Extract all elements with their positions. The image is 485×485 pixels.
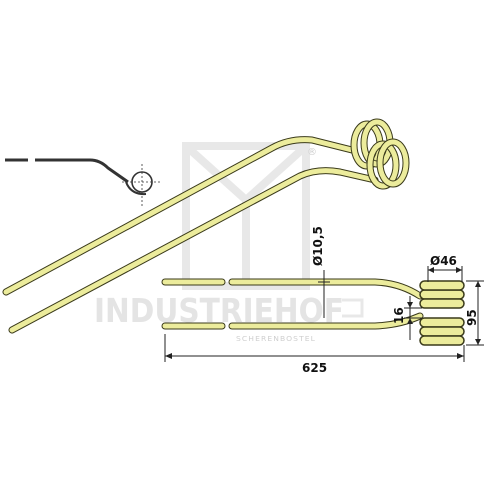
perspective-tine xyxy=(2,118,410,334)
dim-coil-diameter: Ø46 xyxy=(427,254,463,282)
dim-wire-diameter-label: Ø10,5 xyxy=(311,226,325,266)
top-view-coil-upper xyxy=(419,280,465,309)
dim-wire-diameter: Ø10,5 xyxy=(311,226,330,318)
dim-total-length-label: 625 xyxy=(302,361,327,375)
dim-coil-diameter-label: Ø46 xyxy=(430,254,457,268)
profile-wire-bend xyxy=(35,158,129,184)
dim-total-height-label: 95 xyxy=(465,309,479,326)
watermark-logo-icon xyxy=(182,142,364,318)
dim-total-height: 95 xyxy=(465,280,484,346)
top-view-coil-lower xyxy=(419,317,465,346)
dim-coil-spacing: 16 xyxy=(392,296,422,340)
front-coil xyxy=(366,138,410,190)
side-profile-view xyxy=(5,158,162,206)
dim-total-length: 625 xyxy=(164,334,465,375)
top-view: Ø10,5 Ø46 16 95 xyxy=(161,226,484,375)
watermark-sub: SCHERENBOSTEL xyxy=(236,335,316,343)
dim-coil-spacing-label: 16 xyxy=(392,307,406,324)
watermark-registered: ® xyxy=(307,147,317,158)
